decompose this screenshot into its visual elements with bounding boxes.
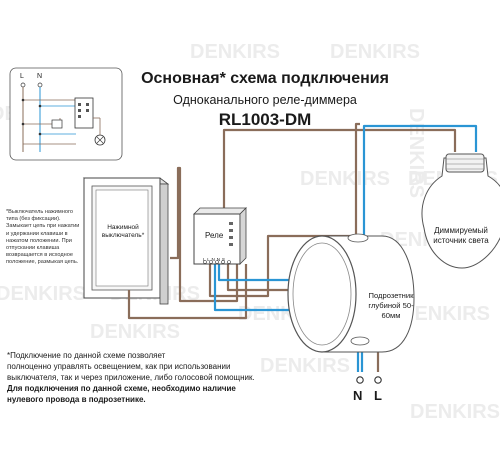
relay-pin-labels: L L N N S bbox=[203, 257, 226, 262]
relay-label: Реле bbox=[205, 231, 224, 240]
model-number: RL1003-DM bbox=[218, 110, 312, 129]
diagram-subtitle: Одноканального реле-диммера bbox=[173, 93, 357, 107]
watermark-text: DENKIRS bbox=[400, 303, 490, 325]
footnote-bold-line: Для подключения по данной схеме, необход… bbox=[7, 384, 236, 393]
junction-box-label: Подрозетник глубиной 50-60мм bbox=[368, 291, 414, 320]
terminal-n bbox=[356, 376, 364, 384]
watermark-text: DENKIRS bbox=[90, 321, 180, 343]
diagram-title: Основная* схема подключения bbox=[141, 70, 389, 87]
mini-l-label: L bbox=[20, 73, 24, 80]
footnote-bold-line: нулевого провода в подрозетнике. bbox=[7, 395, 146, 404]
watermark-text: DENKIRS bbox=[190, 41, 280, 63]
watermark-text: DENKIRS bbox=[260, 355, 350, 377]
terminal-l-label: L bbox=[374, 388, 382, 403]
watermark-text: DENKIRS bbox=[330, 41, 420, 63]
footnote-line: выключателя, так и через приложение, либ… bbox=[7, 373, 255, 382]
footnote-line: полноценно управлять освещением, как при… bbox=[7, 362, 231, 371]
footnote-line: *Подключение по данной схеме позволяет bbox=[7, 351, 166, 360]
watermark-layer: DENKIRS DENKIRS DENKIRS DENKIRS DENKIRS … bbox=[0, 41, 500, 423]
watermark-text: DENKIRS bbox=[410, 401, 500, 423]
push-switch bbox=[82, 177, 170, 305]
wire-switch-right bbox=[170, 166, 239, 303]
mini-schematic-frame bbox=[9, 67, 123, 161]
junction-box bbox=[287, 233, 415, 353]
mini-switch-icon bbox=[51, 119, 63, 129]
lamp-label: Диммируемый источник света bbox=[433, 226, 489, 245]
terminals bbox=[356, 376, 382, 384]
terminal-n-label: N bbox=[353, 388, 363, 403]
mini-relay-icon bbox=[74, 97, 94, 129]
mini-schematic bbox=[9, 67, 123, 161]
footnote: *Подключение по данной схеме позволяет п… bbox=[7, 350, 255, 405]
relay-module bbox=[193, 207, 247, 265]
wire-lamp-return bbox=[208, 122, 360, 298]
terminal-l bbox=[374, 376, 382, 384]
wire-lamp-phase bbox=[222, 128, 457, 210]
watermark-text: DENKIRS bbox=[0, 283, 86, 305]
mini-n-label: N bbox=[37, 73, 43, 80]
switch-note: *Выключатель нажимного типа (без фиксаци… bbox=[6, 209, 80, 266]
watermark-text: DENKIRS bbox=[300, 168, 390, 190]
bulb-icon bbox=[421, 153, 500, 269]
switch-label: Нажимной выключатель* bbox=[101, 224, 145, 239]
